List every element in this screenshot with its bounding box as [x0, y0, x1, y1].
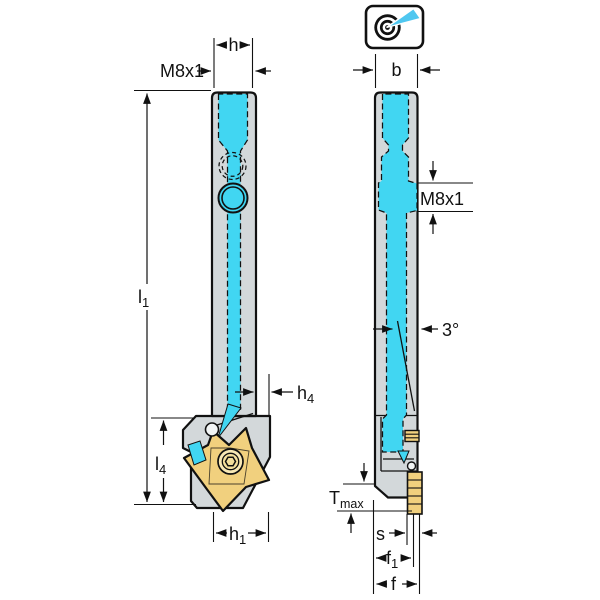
clamp-ball-pin — [204, 422, 220, 437]
coolant-port-dashed-inner — [221, 155, 244, 177]
dim-label-h: h — [228, 35, 238, 55]
dim-label-f: f — [391, 574, 397, 594]
coolant-port-solid-inner — [221, 186, 245, 210]
dim-label-l1: l1 — [138, 287, 149, 310]
insert-stack-body — [406, 471, 423, 515]
dim-label-angle: 3° — [442, 320, 459, 340]
insert-side-stack — [406, 471, 423, 515]
dim-label-m8-right: M8x1 — [420, 189, 464, 209]
dim-label-s: s — [376, 524, 385, 544]
dim-label-h4: h4 — [297, 383, 314, 406]
dim-label-m8-left: M8x1 — [160, 61, 204, 81]
angle-reference-line — [396, 320, 416, 412]
torx-screw-inner — [221, 452, 240, 471]
dim-label-b: b — [391, 60, 401, 80]
pivot-pin-side — [406, 461, 417, 471]
insert-facet-lines — [208, 447, 250, 485]
dim-label-f1: f1 — [386, 548, 398, 571]
precision-coolant-icon — [364, 4, 425, 50]
dimensions-front: h M8x1 l1 h4 l4 h1 — [134, 35, 314, 547]
dimensions-side: b M8x1 3° Tmax s f1 — [329, 54, 473, 594]
clamp-screw-body — [404, 429, 420, 443]
coolant-port-dashed-outer — [218, 151, 247, 181]
side-view — [373, 91, 423, 515]
clamp-screw-side — [404, 429, 420, 443]
front-view — [181, 91, 272, 513]
coolant-drip — [397, 450, 410, 465]
dim-label-h1: h1 — [229, 524, 246, 547]
side-coolant-nozzle — [187, 440, 207, 466]
torx-socket — [224, 456, 237, 467]
coolant-jet — [217, 403, 242, 439]
dim-label-tmax: Tmax — [329, 488, 364, 511]
icon-coolant-beam — [386, 7, 422, 29]
dim-label-l4: l4 — [155, 454, 166, 477]
